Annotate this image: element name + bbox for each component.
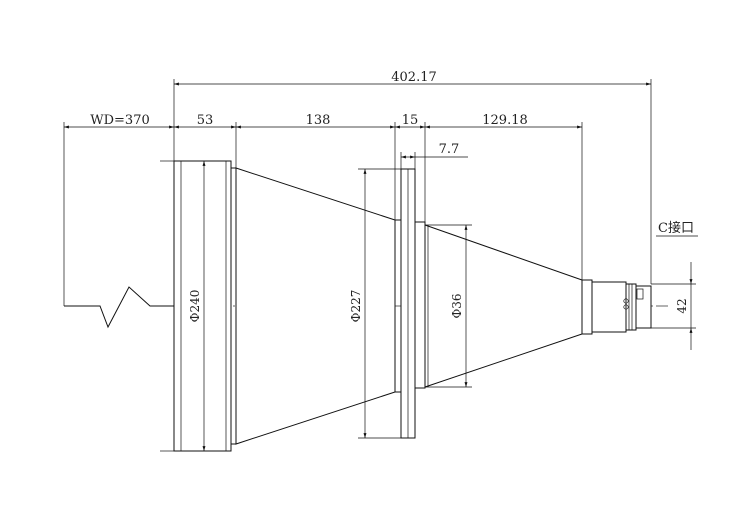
- rear-length-label: 129.18: [482, 113, 528, 128]
- focus-screw: [623, 288, 644, 310]
- main-cone: [235, 167, 396, 445]
- rear-step: [414, 221, 426, 389]
- flange-length-label: 15: [402, 113, 419, 128]
- working-distance-label: WD=370: [90, 113, 150, 128]
- front-barrel: [173, 160, 232, 452]
- mount-diameter-label: 42: [675, 298, 689, 313]
- rear-diameter-label: Φ36: [450, 293, 464, 318]
- c-mount-label: C接口: [658, 220, 694, 236]
- rear-cone: [424, 224, 583, 388]
- front-diameter-label: Φ240: [188, 290, 202, 323]
- cone-length-label: 138: [306, 113, 331, 128]
- front-barrel-length-label: 53: [197, 113, 214, 128]
- c-mount-barrel: [581, 279, 593, 335]
- flange-diameter-label: Φ227: [349, 290, 363, 323]
- step-length-label: 7.7: [439, 142, 460, 157]
- overall-length-label: 402.17: [391, 70, 437, 85]
- working-distance-break-line: [64, 286, 174, 329]
